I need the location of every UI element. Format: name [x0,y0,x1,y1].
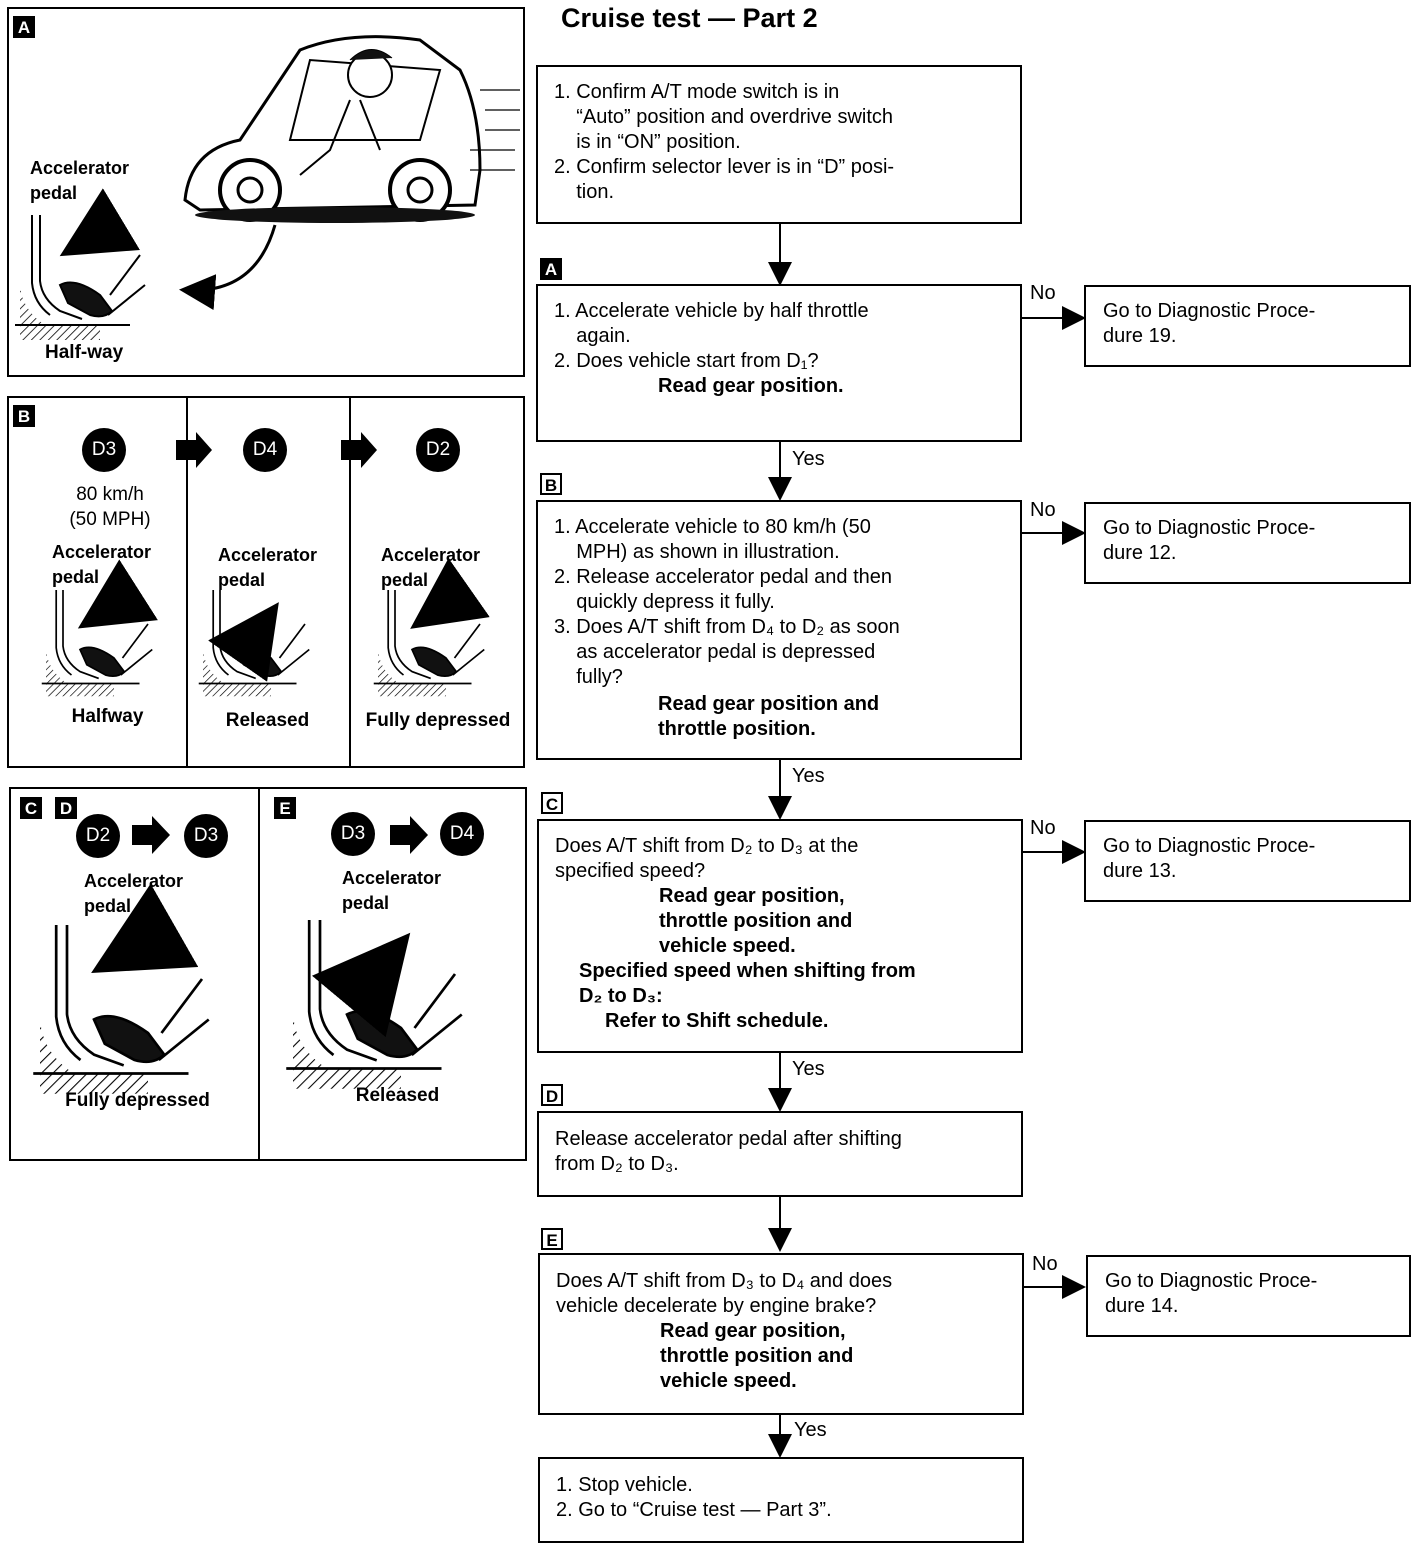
panel-b-pedal-label-2: Accelerator pedal [218,545,318,590]
gear-d3-badge: D3 [331,812,375,856]
flow-tag-b: B [540,473,562,495]
panel-d-tag: D [55,797,77,819]
flow-a-yes-label: Yes [792,448,825,470]
flow-e-no-label: No [1032,1253,1058,1275]
gear-d4-badge: D4 [440,812,484,856]
panel-b-pedal-label-3: Accelerator pedal [381,545,481,590]
flow-goto-12: Go to Diagnostic Proce- dure 12. [1084,502,1411,584]
panel-cd-pedal-label: Accelerator pedal [84,871,184,916]
panel-b-tag: B [13,405,35,427]
flow-step-confirm: 1. Confirm A/T mode switch is in “Auto” … [536,65,1022,224]
flow-step-c: Does A/T shift from D₂ to D₃ at the spec… [537,819,1023,1053]
flow-step-c-text: Does A/T shift from D₂ to D₃ at the spec… [555,835,859,882]
flow-step-d: Release accelerator pedal after shifting… [537,1111,1023,1197]
flow-e-yes-label: Yes [794,1419,827,1441]
flow-goto-12-text: Go to Diagnostic Proce- dure 12. [1103,517,1316,564]
panel-b-caption-2: Released [225,710,310,731]
flow-a-no-label: No [1030,282,1056,304]
flow-c-yes-label: Yes [792,1058,825,1080]
panel-e-tag: E [274,797,296,819]
speed-label: 80 km/h (50 MPH) [69,484,151,530]
flow-step-e-instruction: Read gear position, throttle position an… [660,1320,854,1392]
panel-a-pedal-label: Accelerator pedal [30,158,130,203]
panel-a-caption: Half-way [45,342,124,363]
page-title: Cruise test — Part 2 [561,3,818,33]
flow-step-e: Does A/T shift from D₃ to D₄ and does ve… [538,1253,1024,1415]
flow-step-end: 1. Stop vehicle. 2. Go to “Cruise test —… [538,1457,1024,1543]
flow-b-no-label: No [1030,499,1056,521]
right-arrow-icon [176,432,212,468]
flow-tag-a: A [540,258,562,280]
flow-step-a: 1. Accelerate vehicle by half throttle a… [536,284,1022,442]
flow-goto-14-text: Go to Diagnostic Proce- dure 14. [1105,1270,1318,1317]
panel-b-caption-1: Halfway [71,706,144,727]
flow-step-b-instruction: Read gear position and throttle position… [658,693,880,740]
panel-c-tag: C [20,797,42,819]
panel-e-pedal-label: Accelerator pedal [342,868,442,913]
flow-step-end-text: 1. Stop vehicle. 2. Go to “Cruise test —… [556,1474,832,1521]
panel-b-caption-3: Fully depressed [365,710,511,731]
panel-cd-caption: Fully depressed [65,1090,210,1111]
car-driver-illustration [179,35,520,311]
gear-d2-badge: D2 [416,428,460,472]
flow-goto-13-text: Go to Diagnostic Proce- dure 13. [1103,835,1316,882]
flow-step-a-text: 1. Accelerate vehicle by half throttle a… [554,300,869,372]
flow-tag-e: E [541,1228,563,1250]
flow-tag-d: D [541,1084,563,1106]
gear-d2-badge: D2 [76,814,120,858]
flow-goto-14: Go to Diagnostic Proce- dure 14. [1086,1255,1411,1337]
flow-step-c-spec: Specified speed when shifting from D₂ to… [579,960,916,1007]
panel-b-pedal-label-1: Accelerator pedal [52,542,152,587]
gear-d3-badge: D3 [82,428,126,472]
flow-step-c-instruction: Read gear position, throttle position an… [659,885,853,957]
flow-step-b: 1. Accelerate vehicle to 80 km/h (50 MPH… [536,500,1022,760]
flow-c-no-label: No [1030,817,1056,839]
flow-goto-13: Go to Diagnostic Proce- dure 13. [1084,820,1411,902]
flow-step-a-instruction: Read gear position. [658,375,844,397]
flow-step-confirm-text: 1. Confirm A/T mode switch is in “Auto” … [554,81,895,203]
flow-tag-c: C [541,792,563,814]
panel-a-tag: A [13,16,35,38]
flow-step-e-text: Does A/T shift from D₃ to D₄ and does ve… [556,1270,893,1317]
flow-step-b-text: 1. Accelerate vehicle to 80 km/h (50 MPH… [554,516,900,688]
accelerator-pedal-icon [14,214,146,341]
panel-e-caption: Released [355,1085,440,1106]
flow-goto-19-text: Go to Diagnostic Proce- dure 19. [1103,300,1316,347]
gear-d3-badge: D3 [184,814,228,858]
gear-d4-badge: D4 [243,428,287,472]
flow-b-yes-label: Yes [792,765,825,787]
flow-goto-19: Go to Diagnostic Proce- dure 19. [1084,285,1411,367]
flow-step-c-spec-ref: Refer to Shift schedule. [605,1010,829,1032]
flow-step-d-text: Release accelerator pedal after shifting… [555,1128,902,1175]
